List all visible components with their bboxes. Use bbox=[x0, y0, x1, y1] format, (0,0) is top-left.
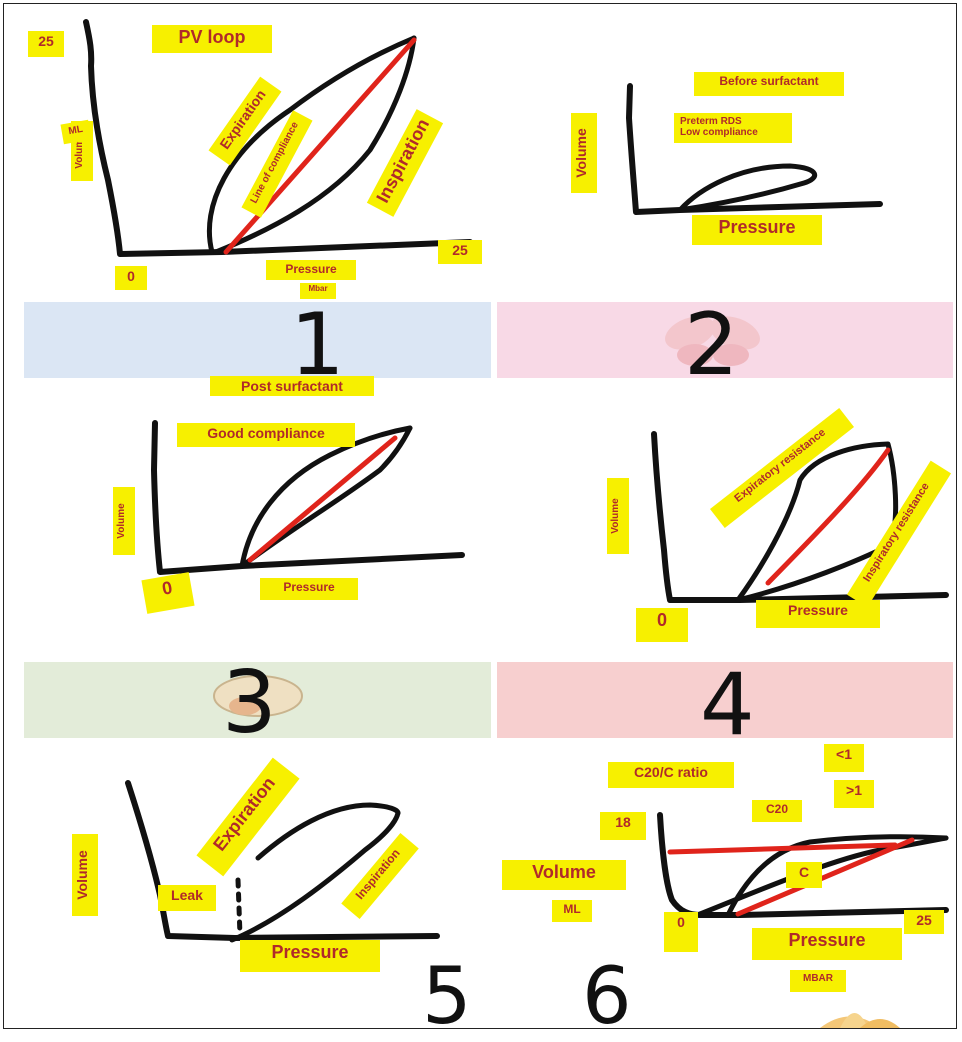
p3-inspiration-curve bbox=[239, 425, 413, 569]
p4-origin-label: 0 bbox=[636, 608, 688, 642]
p6-c20-label: C20 bbox=[752, 800, 802, 822]
panel-1-number: 1 bbox=[290, 295, 345, 395]
shell-icon bbox=[213, 675, 303, 717]
p3-note: Good compliance bbox=[177, 423, 355, 447]
p2-x-label: Pressure bbox=[692, 215, 822, 245]
p6-loop-upper bbox=[725, 834, 949, 918]
p6-c20-line bbox=[667, 842, 898, 855]
p1-x-unit: Mbar bbox=[300, 283, 336, 299]
p4-loop bbox=[735, 441, 899, 603]
p6-y-top-label: 18 bbox=[600, 812, 646, 840]
p6-loop-lower bbox=[697, 835, 949, 917]
p2-title: Before surfactant bbox=[694, 72, 844, 96]
p6-y-label: Volume bbox=[502, 860, 626, 890]
p3-compliance-line bbox=[247, 435, 398, 563]
p6-x-end-label: 25 bbox=[904, 910, 944, 934]
p3-y-label: Volume bbox=[113, 487, 135, 555]
p1-compliance-line bbox=[223, 37, 417, 255]
p1-axes bbox=[83, 19, 473, 257]
panel-3-number: 3 bbox=[222, 653, 277, 753]
p1-inspiration-curve bbox=[213, 35, 417, 255]
p1-origin-label: 0 bbox=[115, 266, 147, 290]
band-4 bbox=[497, 662, 953, 738]
p5-inspiration-curve bbox=[229, 810, 401, 943]
p6-compliance-line bbox=[735, 837, 915, 917]
p6-lt1-label: <1 bbox=[824, 744, 864, 772]
p3-title: Post surfactant bbox=[210, 376, 374, 396]
butterfly-icon bbox=[665, 316, 760, 366]
band-1 bbox=[24, 302, 491, 378]
panel-2-number: 2 bbox=[684, 295, 739, 395]
p5-leak-line bbox=[235, 877, 243, 938]
p2-note: Preterm RDS Low compliance bbox=[674, 113, 792, 143]
p5-leak-label: Leak bbox=[158, 885, 216, 911]
p4-axes bbox=[651, 431, 949, 603]
p6-ratio-label: C20/C ratio bbox=[608, 762, 734, 788]
p1-expiration-curve bbox=[206, 35, 417, 255]
p3-axes bbox=[151, 420, 465, 575]
p4-x-label: Pressure bbox=[756, 600, 880, 628]
p1-title: PV loop bbox=[152, 25, 272, 53]
p1-x-end-label: 25 bbox=[438, 240, 482, 264]
p3-expiration-curve bbox=[239, 425, 413, 569]
p6-gt1-label: >1 bbox=[834, 780, 874, 808]
p6-y-unit: ML bbox=[552, 900, 592, 922]
panel-6-number: 6 bbox=[582, 952, 632, 1042]
p2-axes bbox=[626, 83, 883, 215]
p5-expiration-curve bbox=[255, 802, 401, 861]
p1-y-top-label: 25 bbox=[28, 31, 64, 57]
panel-4-number: 4 bbox=[700, 655, 755, 755]
p4-compliance-line bbox=[765, 447, 891, 586]
frame-border bbox=[3, 3, 957, 1029]
p6-c-label: C bbox=[786, 862, 822, 888]
panel-5-number: 5 bbox=[422, 952, 472, 1042]
p6-x-unit: MBAR bbox=[790, 970, 846, 992]
p4-y-label: Volume bbox=[607, 478, 629, 554]
p6-origin-label: 0 bbox=[664, 912, 698, 952]
flower-icon bbox=[820, 1013, 900, 1028]
p2-y-label: Volume bbox=[571, 113, 597, 193]
p6-x-label: Pressure bbox=[752, 928, 902, 960]
p5-x-label: Pressure bbox=[240, 940, 380, 972]
p2-loop bbox=[677, 163, 818, 213]
p5-y-label: Volume bbox=[72, 834, 98, 916]
p1-x-label: Pressure bbox=[266, 260, 356, 280]
p3-x-label: Pressure bbox=[260, 578, 358, 600]
